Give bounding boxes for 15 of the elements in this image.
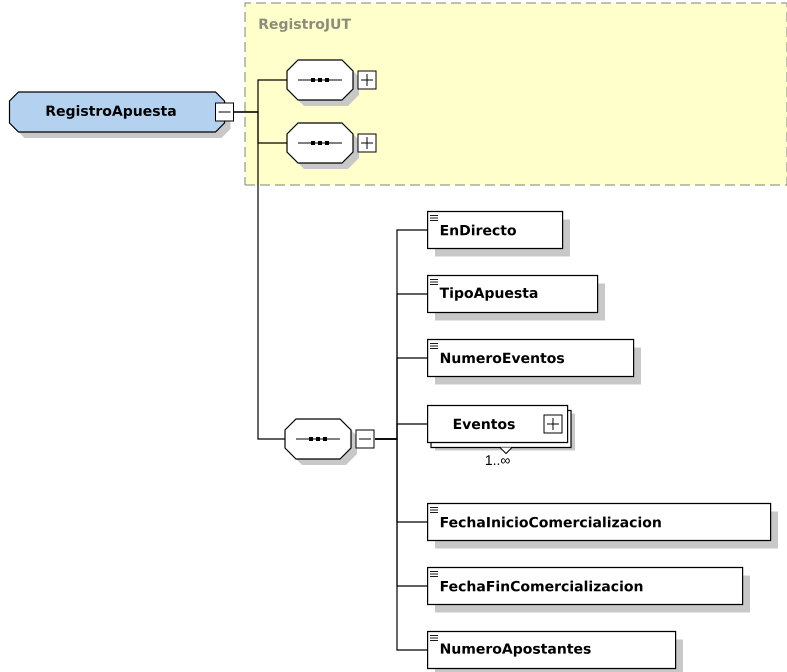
element-box: Eventos (427, 404, 575, 454)
element-box: EnDirecto (427, 210, 570, 256)
group-band: RegistroJUT (244, 2, 787, 186)
element-box: FechaInicioComercializacion (427, 502, 778, 548)
element-box: NumeroApostantes (427, 630, 683, 672)
element-box: RegistroApuesta (8, 91, 234, 138)
multiplicity-label: 1..∞ (486, 455, 510, 465)
connector-line (375, 438, 427, 651)
element-box: TipoApuesta (427, 274, 605, 320)
element-box: FechaFinComercializacion (427, 566, 750, 612)
sequence-compositor (286, 59, 376, 106)
sequence-compositor (284, 418, 374, 465)
sequence-compositor (286, 122, 376, 169)
connector-line (234, 111, 285, 440)
element-box: NumeroEventos (427, 338, 641, 384)
